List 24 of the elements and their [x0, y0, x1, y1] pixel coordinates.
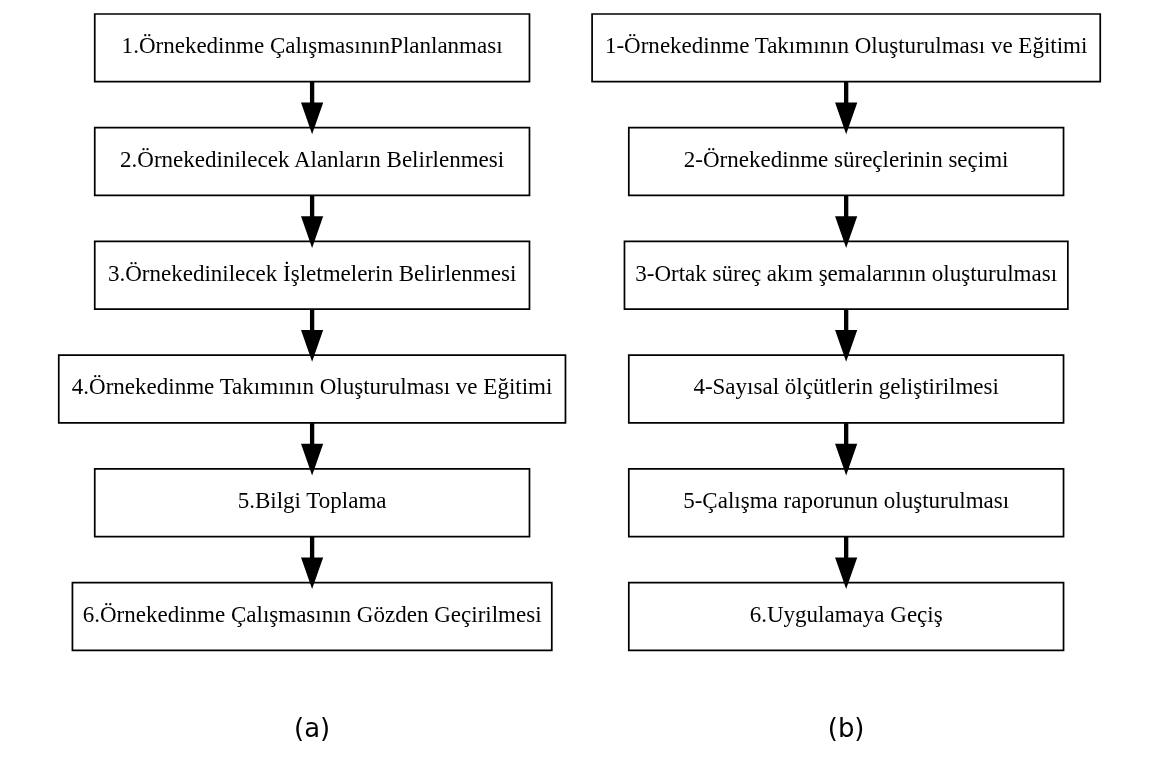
node-box: 6.Uygulamaya Geçiş: [627, 581, 1065, 652]
node-box: 1.Örnekedinme ÇalışmasınınPlanlanması: [93, 13, 531, 83]
arrow: [301, 81, 324, 135]
node-box: 2.Örnekedinilecek Alanların Belirlenmesi: [93, 126, 531, 197]
label: (a): [294, 712, 331, 743]
label: (b): [827, 712, 865, 743]
node-box: 3-Ortak süreç akım şemalarının oluşturulması: [623, 240, 1069, 310]
arrow: [835, 309, 858, 362]
node-box: 4.Örnekedinme Takımının Oluşturulması ve Eğitimi: [57, 354, 567, 424]
node-box: 5-Çalışma raporunun oluşturulması: [627, 468, 1065, 538]
node-box: 4-Sayısal ölçütlerin geliştirilmesi: [627, 354, 1065, 424]
node-box: 5.Bilgi Toplama: [93, 468, 531, 538]
arrow: [835, 195, 858, 248]
arrow: [835, 423, 858, 476]
arrow: [301, 195, 324, 248]
arrow: [835, 536, 858, 590]
arrow: [301, 536, 324, 590]
arrow: [301, 309, 324, 362]
arrow: [301, 423, 324, 476]
node-box: 6.Örnekedinme Çalışmasının Gözden Geçirilmesi: [71, 581, 553, 652]
node-box: 3.Örnekedinilecek İşletmelerin Belirlenmesi: [93, 240, 531, 310]
node-box: 2-Örnekedinme süreçlerinin seçimi: [627, 126, 1065, 197]
arrow: [835, 81, 858, 135]
node-box: 1-Örnekedinme Takımının Oluşturulması ve Eğitimi: [591, 13, 1102, 83]
